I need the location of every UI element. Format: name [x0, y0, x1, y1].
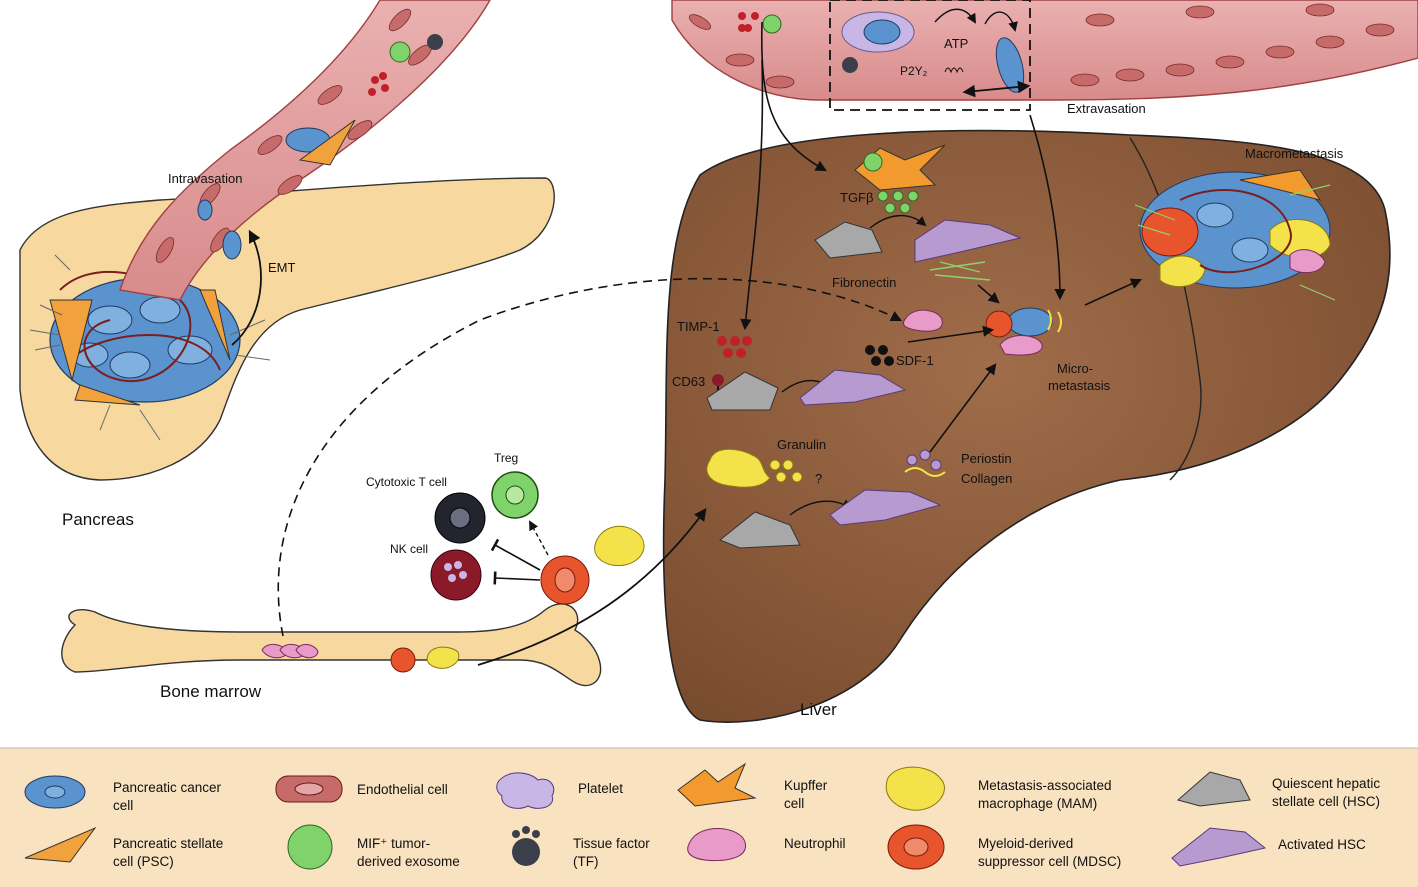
- liver-label: Liver: [800, 700, 837, 719]
- svg-text:derived exosome: derived exosome: [357, 854, 460, 869]
- tgfb-label: TGFβ: [840, 190, 873, 205]
- periostin-label: Periostin: [961, 451, 1012, 466]
- svg-text:macrophage (MAM): macrophage (MAM): [978, 796, 1097, 811]
- atp-label: ATP: [944, 36, 968, 51]
- exosome-icon: [287, 824, 333, 870]
- emt-arrow: [231, 229, 262, 346]
- endothelial-cell-icon: [275, 775, 343, 803]
- legend-item-quiescent-hsc: Quiescent hepatic stellate cell (HSC): [1176, 771, 1380, 809]
- psc-icon: [24, 826, 97, 863]
- cd63-label: CD63: [672, 374, 705, 389]
- myeloid-mobilization-arrow: [477, 507, 707, 666]
- kupffer-cell-icon: [677, 762, 757, 807]
- svg-text:stellate cell (HSC): stellate cell (HSC): [1272, 794, 1380, 809]
- svg-text:cell: cell: [113, 798, 133, 813]
- mam-liver: [706, 448, 771, 488]
- pancreas: Pancreas: [19, 177, 555, 529]
- legend-item-mam: Metastasis-associated macrophage (MAM): [885, 766, 1112, 811]
- svg-text:Tissue factor: Tissue factor: [573, 836, 650, 851]
- platelet-icon: [496, 772, 555, 809]
- nk-label: NK cell: [390, 542, 428, 556]
- macrometastasis: [1134, 169, 1336, 301]
- svg-text:Activated HSC: Activated HSC: [1278, 837, 1366, 852]
- pancreatic-tumor: [29, 254, 271, 441]
- mam-icon: [885, 766, 945, 811]
- immune-suppression: Treg Cytotoxic T cell NK cell: [366, 451, 645, 605]
- mam-cell: [594, 525, 645, 567]
- left-blood-vessel: Intravasation EMT: [119, 0, 491, 346]
- legend-item-psc: Pancreatic stellate cell (PSC): [24, 826, 223, 869]
- svg-text:Myeloid-derived: Myeloid-derived: [978, 836, 1073, 851]
- legend-item-platelet: Platelet: [496, 772, 623, 809]
- quiescent-hsc-icon: [1176, 771, 1251, 807]
- micrometastasis-label-2: metastasis: [1048, 378, 1111, 393]
- activated-hsc-icon: [1171, 827, 1267, 867]
- question-mark: ?: [815, 471, 822, 486]
- liver: Liver TGFβ Fibronectin TIMP-1 CD63 SDF-1: [662, 21, 1391, 723]
- extravasation-label: Extravasation: [1067, 101, 1146, 116]
- legend-item-activated-hsc: Activated HSC: [1171, 827, 1366, 867]
- svg-text:Metastasis-associated: Metastasis-associated: [978, 778, 1112, 793]
- bone-marrow-label: Bone marrow: [160, 682, 262, 701]
- svg-text:Kupffer: Kupffer: [784, 778, 828, 793]
- fibronectin-label: Fibronectin: [832, 275, 896, 290]
- legend: Pancreatic cancer cell Endothelial cell …: [0, 747, 1418, 887]
- svg-text:Pancreatic cancer: Pancreatic cancer: [113, 780, 222, 795]
- svg-text:Pancreatic stellate: Pancreatic stellate: [113, 836, 223, 851]
- granulin-label: Granulin: [777, 437, 826, 452]
- micrometastasis-label-1: Micro-: [1057, 361, 1093, 376]
- neutrophil-liver: [902, 309, 943, 332]
- emt-label: EMT: [268, 260, 296, 275]
- bone: [61, 603, 602, 687]
- legend-item-endothelial: Endothelial cell: [275, 775, 448, 803]
- treg-label: Treg: [494, 451, 518, 465]
- legend-item-exosome: MIF⁺ tumor- derived exosome: [287, 824, 460, 870]
- svg-text:cell (PSC): cell (PSC): [113, 854, 174, 869]
- legend-item-mdsc: Myeloid-derived suppressor cell (MDSC): [887, 824, 1121, 870]
- legend-item-tissue-factor: Tissue factor (TF): [512, 826, 650, 869]
- svg-text:suppressor cell (MDSC): suppressor cell (MDSC): [978, 854, 1121, 869]
- neutrophil-icon: [687, 828, 746, 862]
- top-blood-vessel: ATP P2Y₂ Extravasation: [671, 0, 1418, 116]
- legend-item-kupffer: Kupffer cell: [677, 762, 828, 811]
- sdf1-label: SDF-1: [896, 353, 934, 368]
- p2y2-label: P2Y₂: [900, 64, 928, 78]
- svg-text:Quiescent hepatic: Quiescent hepatic: [1272, 776, 1380, 791]
- intravasation-label: Intravasation: [168, 171, 242, 186]
- svg-text:Endothelial cell: Endothelial cell: [357, 782, 448, 797]
- legend-item-neutrophil: Neutrophil: [687, 828, 846, 862]
- timp1-label: TIMP-1: [677, 319, 720, 334]
- svg-text:Neutrophil: Neutrophil: [784, 836, 846, 851]
- legend-item-cancer: Pancreatic cancer cell: [24, 775, 222, 813]
- bone-marrow: Bone marrow: [61, 277, 903, 701]
- tissue-factor-icon: [512, 826, 540, 866]
- cytotoxic-t-label: Cytotoxic T cell: [366, 475, 447, 489]
- svg-text:MIF⁺ tumor-: MIF⁺ tumor-: [357, 836, 430, 851]
- svg-text:Platelet: Platelet: [578, 781, 623, 796]
- extravasation-box: [829, 0, 1031, 111]
- cancer-cell-icon: [24, 775, 86, 809]
- nk-cell: [430, 549, 482, 601]
- collagen-label: Collagen: [961, 471, 1012, 486]
- svg-text:(TF): (TF): [573, 854, 598, 869]
- legend-background: [0, 748, 1418, 887]
- pancreas-label: Pancreas: [62, 510, 134, 529]
- mdsc-icon: [887, 824, 945, 870]
- macrometastasis-label: Macrometastasis: [1245, 146, 1344, 161]
- svg-text:cell: cell: [784, 796, 804, 811]
